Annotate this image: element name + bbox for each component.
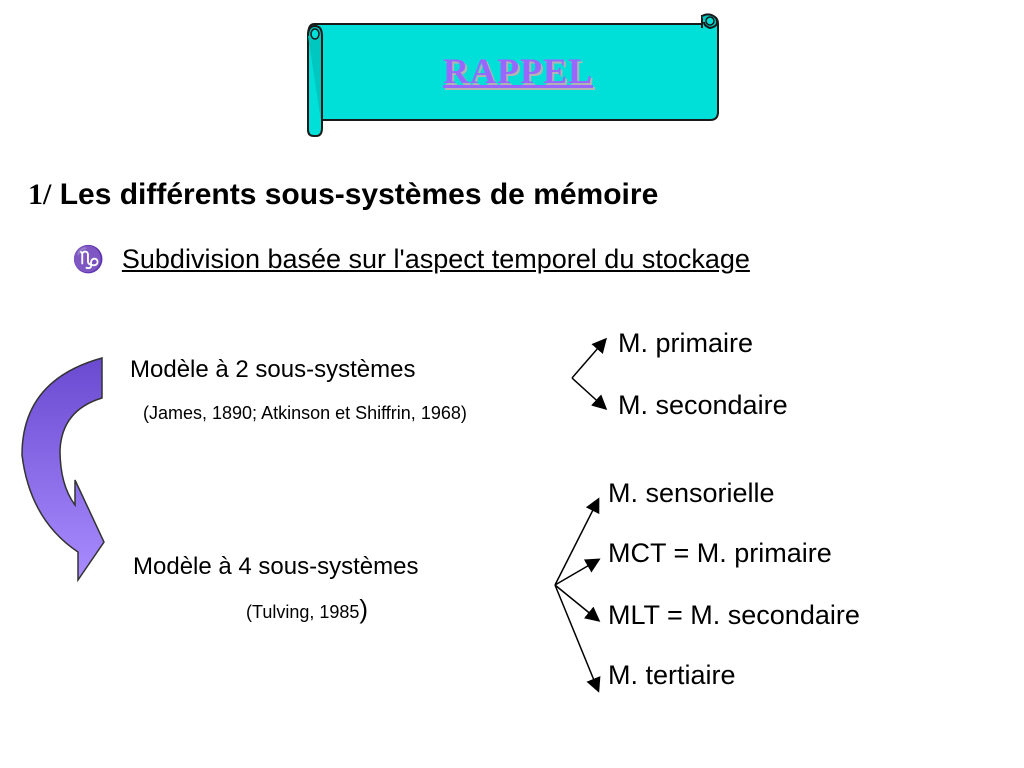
model2-label: Modèle à 2 sous-systèmes [130,356,416,383]
curved-arrow-icon [21,357,105,583]
subtitle-text: Subdivision basée sur l'aspect temporel … [121,244,750,274]
model2-item-primary: M. primaire [618,328,754,358]
model2-item-secondary: M. secondaire [618,390,788,420]
banner-title: RAPPEL [443,51,593,91]
model4-citation-text: (Tulving, 1985 [246,602,360,622]
model4-item-sensory: M. sensorielle [608,478,775,508]
model4-item-mct: MCT = M. primaire [608,538,832,568]
scroll-banner [307,13,719,137]
model4-branch-lines [554,497,601,693]
model4-citation: (Tulving, 1985) [246,594,368,625]
model2-branch-lines [571,337,608,411]
section-heading: 1/ Les différents sous-systèmes de mémoi… [28,178,658,212]
capricorn-bullet-icon: ♑ [72,245,105,275]
model2-citation: (James, 1890; Atkinson et Shiffrin, 1968… [143,403,467,423]
model4-item-mlt: MLT = M. secondaire [608,600,860,630]
model4-citation-close: ) [359,594,369,624]
model4-item-tertiary: M. tertiaire [608,660,736,690]
model4-label: Modèle à 4 sous-systèmes [133,553,419,580]
section-number: 1/ [28,178,52,211]
section-title-text: Les différents sous-systèmes de mémoire [59,178,659,211]
subtitle-bullet: ♑ Subdivision basée sur l'aspect tempore… [72,244,750,275]
